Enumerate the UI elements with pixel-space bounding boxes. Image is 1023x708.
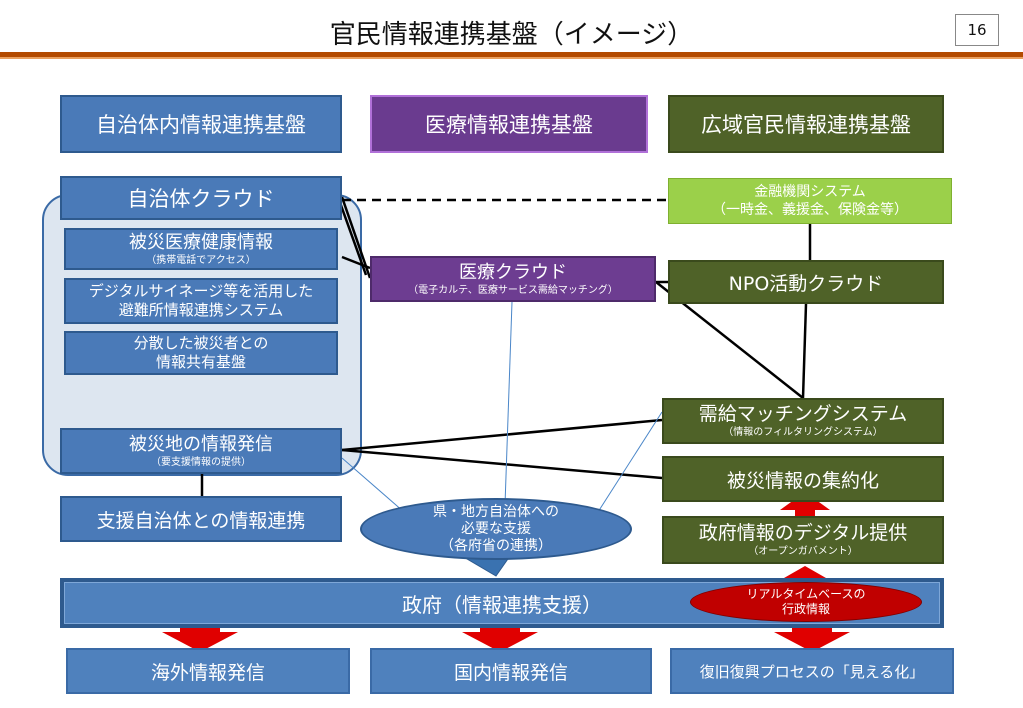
page-number: 16 (955, 14, 999, 46)
medical-cloud-sub: （電子カルテ、医療サービス需給マッチング） (408, 284, 618, 296)
bubble-line3: （各府省の連携） (440, 537, 552, 554)
arrow-down-overseas (162, 626, 238, 652)
finance-line1: 金融機関システム (754, 184, 866, 200)
title-divider-shadow (0, 57, 1023, 59)
arrow-down-recovery (774, 626, 850, 652)
page-title: 官民情報連携基盤（イメージ） (329, 20, 694, 50)
realtime-line1: リアルタイムベースの (746, 587, 866, 601)
medical-cloud-title: 医療クラウド (459, 261, 567, 283)
npo-cloud-box: NPO活動クラウド (668, 260, 944, 304)
thin-link-medical-bubble (504, 301, 513, 506)
link-dispatch-aggregation (341, 448, 663, 480)
local-cloud-box: 自治体クラウド (60, 176, 342, 220)
link-local-medical-b (336, 196, 368, 276)
bubble-line2: 必要な支援 (461, 520, 531, 537)
category-wide: 広域官民情報連携基盤 (668, 95, 944, 153)
arrow-up-aggregation (780, 492, 830, 516)
thin-link-matching-bubble (597, 411, 663, 513)
output-overseas-label: 海外情報発信 (150, 661, 265, 684)
npo-cloud-label: NPO活動クラウド (728, 272, 884, 295)
digital-government-title: 政府情報のデジタル提供 (698, 522, 908, 544)
health-info-title: 被災医療健康情報 (129, 231, 273, 253)
category-wide-label: 広域官民情報連携基盤 (701, 113, 911, 137)
output-domestic-box: 国内情報発信 (370, 648, 652, 694)
signage-line1: デジタルサイネージ等を活用した (88, 282, 314, 300)
local-cloud-title: 自治体クラウド (127, 187, 275, 211)
output-recovery-label: 復旧復興プロセスの「見える化」 (699, 662, 925, 681)
dispersed-line2: 情報共有基盤 (155, 353, 246, 371)
aggregation-label: 被災情報の集約化 (726, 469, 879, 492)
thin-link-dispatch-bubble (341, 457, 405, 513)
realtime-line2: 行政情報 (781, 602, 830, 616)
health-info-box: 被災医療健康情報 （携帯電話でアクセス） (64, 228, 338, 270)
health-info-sub: （携帯電話でアクセス） (146, 254, 256, 266)
signage-line2: 避難所情報連携システム (118, 301, 284, 319)
output-overseas-box: 海外情報発信 (66, 648, 350, 694)
output-recovery-box: 復旧復興プロセスの「見える化」 (670, 648, 954, 694)
signage-box: デジタルサイネージ等を活用した 避難所情報連携システム (64, 278, 338, 324)
category-local-label: 自治体内情報連携基盤 (96, 113, 306, 137)
support-municipality-label: 支援自治体との情報連携 (96, 509, 306, 532)
matching-system-box: 需給マッチングシステム （情報のフィルタリングシステム） (662, 398, 944, 444)
matching-title: 需給マッチングシステム (698, 403, 908, 425)
dispatch-box: 被災地の情報発信 （要支援情報の提供） (60, 428, 342, 474)
category-local: 自治体内情報連携基盤 (60, 95, 342, 153)
dispatch-title: 被災地の情報発信 (129, 433, 273, 455)
government-label: 政府（情報連携支援） (402, 592, 602, 617)
arrow-down-domestic (462, 626, 538, 652)
dispersed-box: 分散した被災者との 情報共有基盤 (64, 331, 338, 375)
dispatch-sub: （要支援情報の提供） (151, 456, 251, 468)
digital-government-sub: （オープンガバメント） (748, 546, 858, 557)
link-npo-matching (801, 303, 808, 399)
realtime-ellipse: リアルタイムベースの 行政情報 (690, 582, 922, 622)
output-domestic-label: 国内情報発信 (453, 661, 568, 684)
category-medical: 医療情報連携基盤 (370, 95, 648, 153)
matching-sub: （情報のフィルタリングシステム） (723, 427, 883, 438)
digital-government-box: 政府情報のデジタル提供 （オープンガバメント） (662, 516, 944, 564)
finance-line2: （一時金、義援金、保険金等） (712, 202, 908, 218)
dispersed-line1: 分散した被災者との (133, 334, 269, 352)
arrow-up-digital (784, 566, 826, 586)
medical-cloud-box: 医療クラウド （電子カルテ、医療サービス需給マッチング） (370, 256, 656, 302)
link-health-medical (341, 255, 371, 270)
link-local-medical-a (340, 196, 372, 279)
finance-system-box: 金融機関システム （一時金、義援金、保険金等） (668, 178, 952, 224)
aggregation-box: 被災情報の集約化 (662, 456, 944, 502)
category-medical-label: 医療情報連携基盤 (425, 113, 593, 137)
link-dispatch-matching (341, 418, 663, 452)
support-bubble: 県・地方自治体への 必要な支援 （各府省の連携） (360, 498, 632, 560)
title-divider (0, 52, 1023, 57)
support-municipality-box: 支援自治体との情報連携 (60, 496, 342, 542)
bubble-line1: 県・地方自治体への (433, 503, 559, 520)
